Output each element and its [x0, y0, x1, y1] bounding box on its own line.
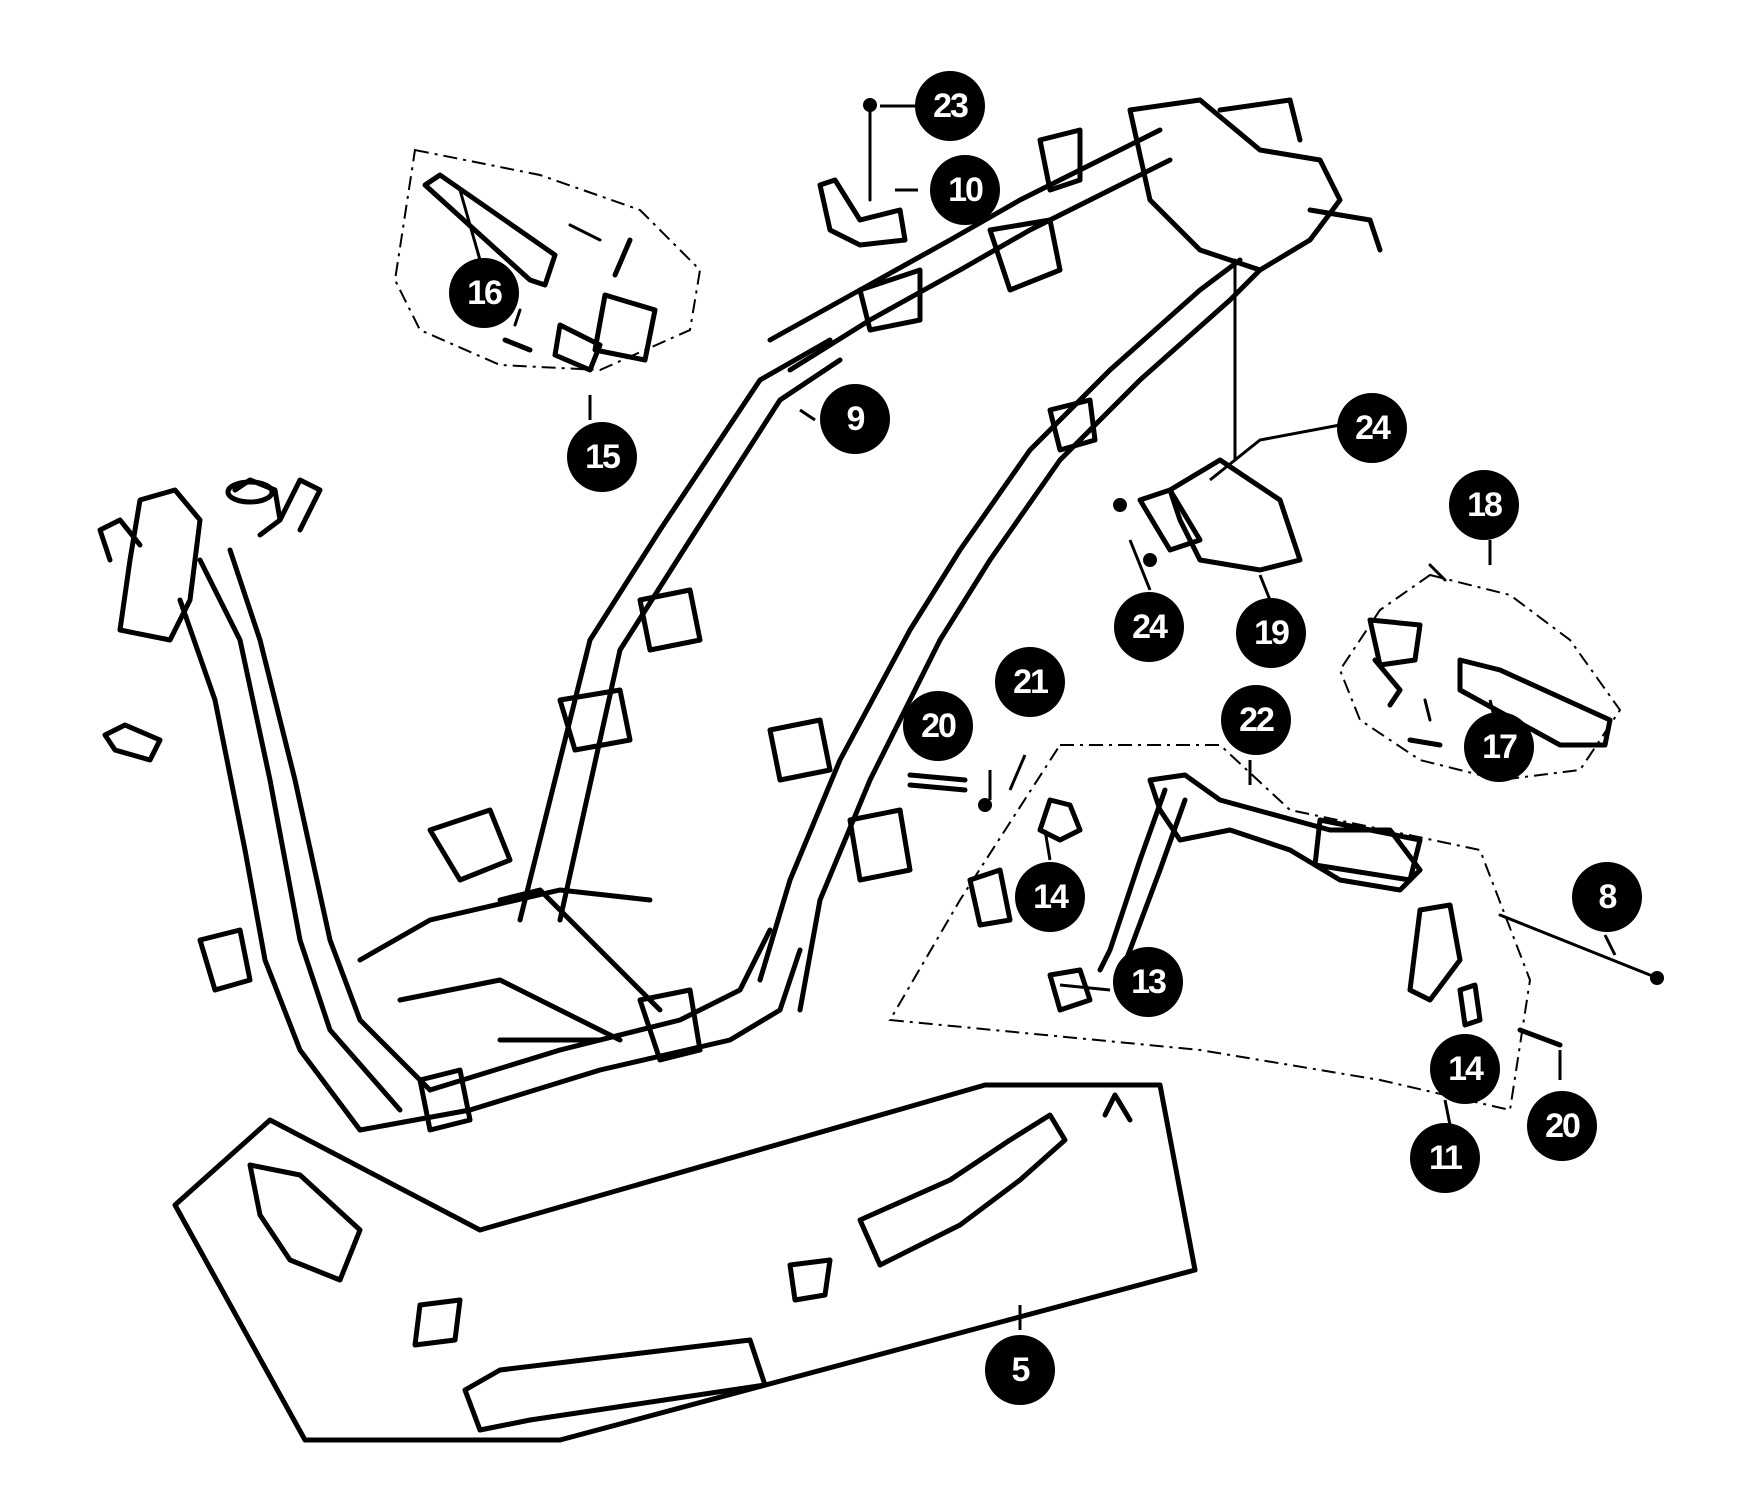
svg-text:20: 20 — [921, 707, 956, 745]
svg-text:8: 8 — [1599, 878, 1617, 916]
callout-13: 13 — [1113, 947, 1183, 1017]
callout-20-right: 20 — [1527, 1091, 1597, 1161]
callout-8: 8 — [1572, 862, 1642, 932]
svg-text:16: 16 — [467, 274, 502, 312]
callout-23: 23 — [915, 71, 985, 141]
callout-19: 19 — [1236, 598, 1306, 668]
callout-9: 9 — [820, 384, 890, 454]
svg-text:17: 17 — [1482, 728, 1517, 766]
callout-16: 16 — [449, 258, 519, 328]
callout-18: 18 — [1449, 470, 1519, 540]
callout-14-left: 14 — [1015, 862, 1085, 932]
callout-24-top: 24 — [1337, 393, 1407, 463]
svg-text:15: 15 — [585, 438, 620, 476]
callout-20-left: 20 — [903, 691, 973, 761]
svg-text:10: 10 — [948, 171, 983, 209]
center-stand-group — [888, 744, 1664, 1112]
svg-text:9: 9 — [847, 400, 865, 438]
svg-text:5: 5 — [1012, 1351, 1030, 1389]
svg-text:13: 13 — [1131, 963, 1166, 1001]
svg-text:19: 19 — [1254, 614, 1289, 652]
callout-10: 10 — [930, 155, 1000, 225]
callout-24-bottom: 24 — [1114, 592, 1184, 662]
callout-11: 11 — [1410, 1123, 1480, 1193]
svg-text:20: 20 — [1545, 1107, 1580, 1145]
callout-5: 5 — [985, 1335, 1055, 1405]
callout-17: 17 — [1464, 712, 1534, 782]
svg-text:24: 24 — [1355, 409, 1391, 447]
left-footrest-group — [393, 148, 702, 373]
svg-text:21: 21 — [1013, 663, 1048, 701]
heat-shield — [1113, 258, 1303, 573]
upper-bracket — [817, 98, 908, 248]
svg-text:11: 11 — [1429, 1139, 1462, 1177]
svg-text:23: 23 — [933, 87, 968, 125]
svg-text:14: 14 — [1448, 1050, 1484, 1088]
callout-14-right: 14 — [1430, 1034, 1500, 1104]
callout-15: 15 — [567, 422, 637, 492]
svg-text:22: 22 — [1239, 701, 1274, 739]
right-footrest-group — [1338, 563, 1622, 782]
callout-22: 22 — [1221, 685, 1291, 755]
svg-text:24: 24 — [1132, 608, 1168, 646]
svg-text:18: 18 — [1467, 486, 1502, 524]
callout-21: 21 — [995, 647, 1065, 717]
svg-text:14: 14 — [1033, 878, 1069, 916]
floor-pan-group — [172, 1082, 1198, 1443]
main-frame — [97, 97, 1383, 1133]
